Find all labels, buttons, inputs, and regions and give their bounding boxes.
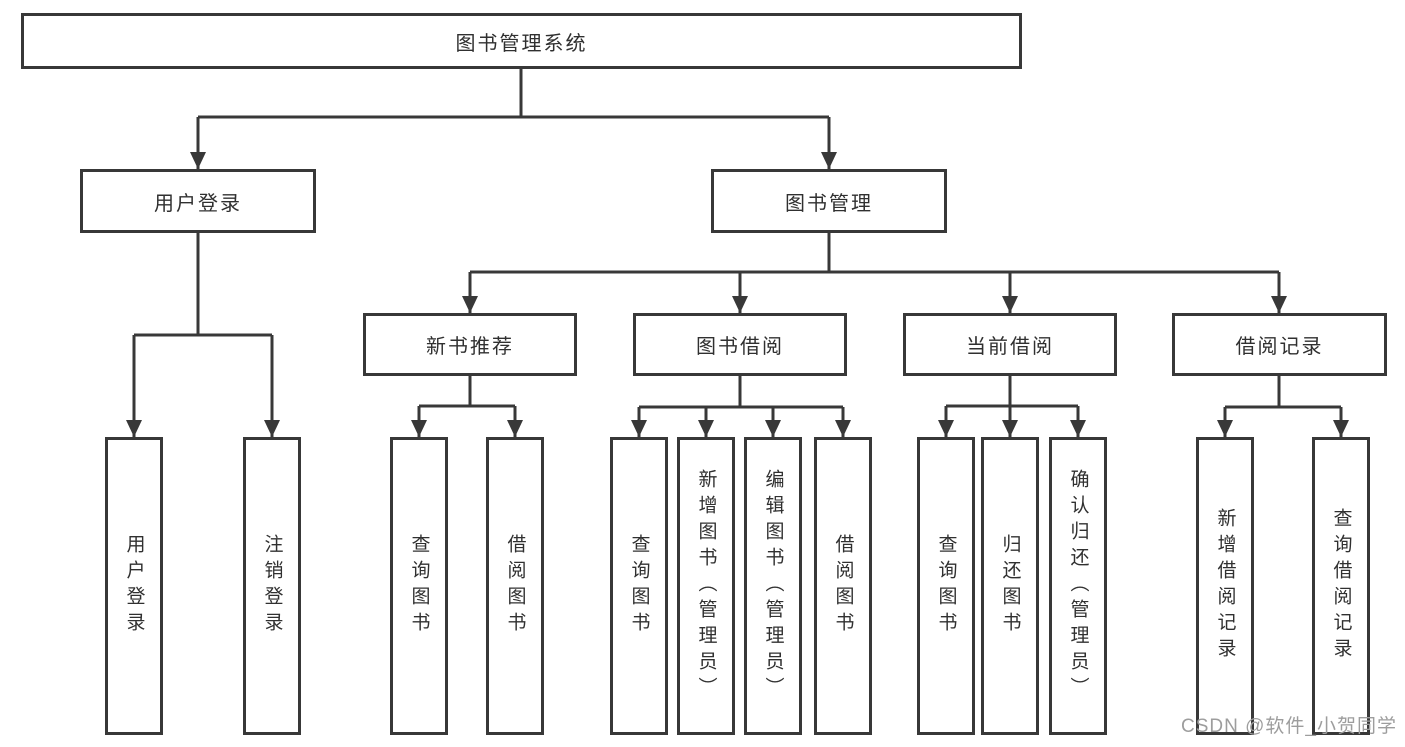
node-user-login-leaf: 用户登录 (105, 437, 163, 735)
node-logout: 注销登录 (243, 437, 301, 735)
node-add-borrow-record: 新增借阅记录 (1196, 437, 1254, 735)
node-confirm-return-admin: 确认归还（管理员） (1049, 437, 1107, 735)
node-query-books-rec: 查询图书 (390, 437, 448, 735)
connector-user-login-to-children (126, 233, 280, 437)
node-query-borrow-record: 查询借阅记录 (1312, 437, 1370, 735)
node-borrow-books-rec: 借阅图书 (486, 437, 544, 735)
node-add-books-admin: 新增图书（管理员） (677, 437, 735, 735)
node-book-management: 图书管理 (711, 169, 947, 233)
node-query-books-current: 查询图书 (917, 437, 975, 735)
connector-new-book-rec-to-children (411, 376, 523, 437)
connector-book-borrow-to-children (631, 376, 851, 437)
node-book-borrowing: 图书借阅 (633, 313, 847, 376)
node-borrowing-records: 借阅记录 (1172, 313, 1387, 376)
node-user-login-branch: 用户登录 (80, 169, 316, 233)
connector-borrow-records-to-children (1217, 376, 1349, 437)
connector-book-management-to-level3 (462, 233, 1287, 313)
node-return-books: 归还图书 (981, 437, 1039, 735)
node-edit-books-admin: 编辑图书（管理员） (744, 437, 802, 735)
node-query-books-borrow: 查询图书 (610, 437, 668, 735)
node-current-borrowing: 当前借阅 (903, 313, 1117, 376)
connector-current-borrow-to-children (938, 376, 1086, 437)
csdn-watermark: CSDN @软件_小贺同学 (1181, 716, 1397, 737)
connector-root-to-level2 (190, 69, 837, 169)
node-borrow-books-leaf: 借阅图书 (814, 437, 872, 735)
node-new-book-recommend: 新书推荐 (363, 313, 577, 376)
node-library-management-system: 图书管理系统 (21, 13, 1022, 69)
